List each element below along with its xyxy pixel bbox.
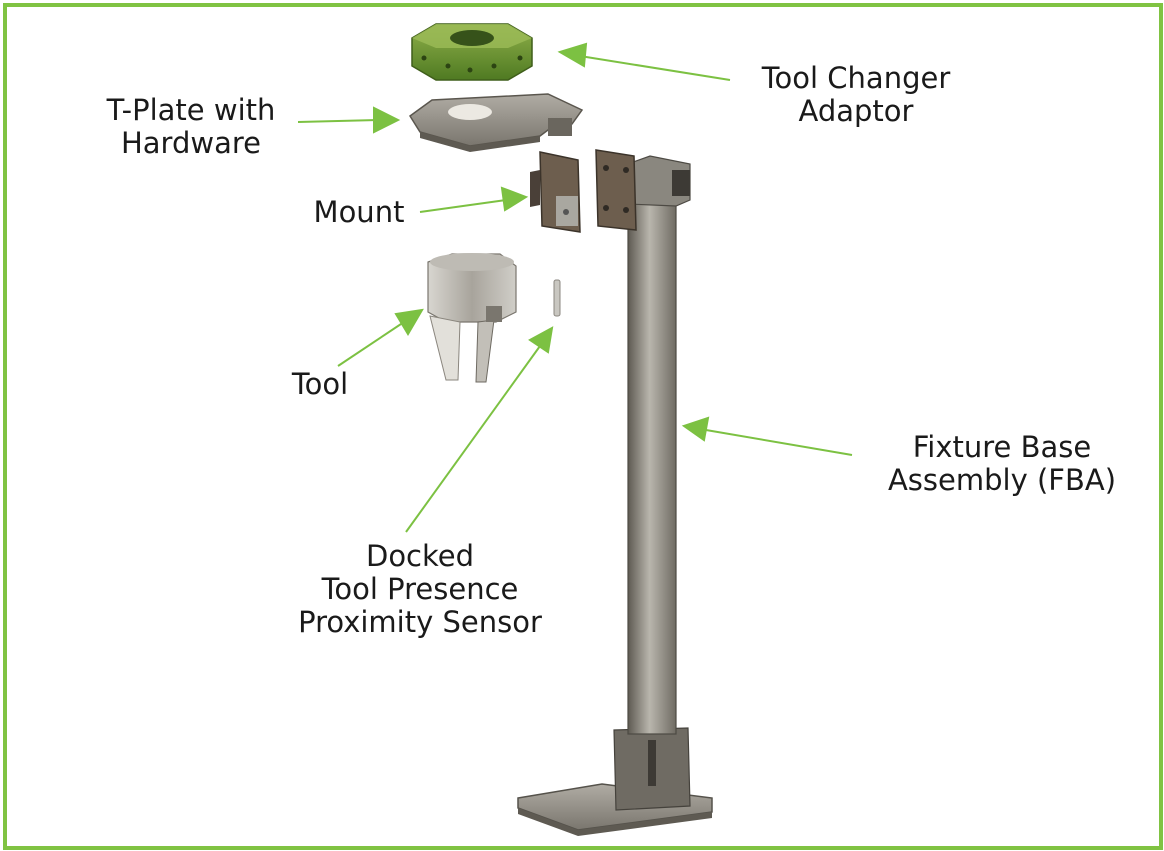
label-tool: Tool <box>291 367 349 401</box>
arrow-fixture-base <box>681 416 853 456</box>
diagram-frame <box>3 3 1163 850</box>
label-mount: Mount <box>313 195 405 229</box>
t-plate-part <box>408 93 584 152</box>
tool-part <box>427 253 517 383</box>
label-proximity-sensor: Docked Tool Presence Proximity Sensor <box>298 539 542 639</box>
arrow-tool-changer-adaptor <box>557 42 731 81</box>
tool-changer-adaptor-part <box>411 23 533 81</box>
arrow-tool <box>337 308 424 367</box>
arrow-sensor <box>405 326 554 533</box>
mount-part <box>530 151 581 233</box>
label-t-plate: T-Plate with Hardware <box>106 93 276 160</box>
proximity-sensor-part <box>553 279 561 317</box>
label-fixture-base: Fixture Base Assembly (FBA) <box>887 430 1117 497</box>
label-tool-changer-adaptor: Tool Changer Adaptor <box>761 61 951 128</box>
arrow-mount <box>419 186 529 213</box>
arrow-t-plate <box>297 106 401 134</box>
leader-arrows <box>297 42 853 533</box>
fixture-base-assembly-part <box>517 149 713 836</box>
